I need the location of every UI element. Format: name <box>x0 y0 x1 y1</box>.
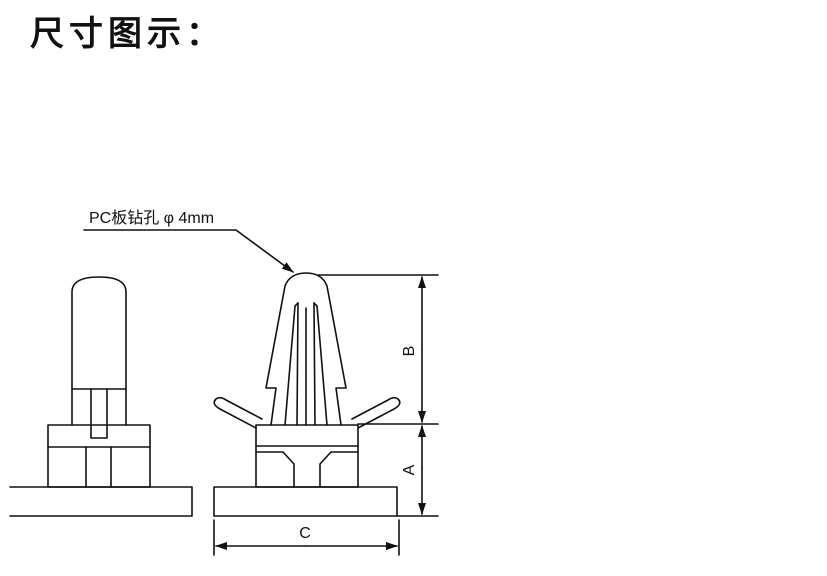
side-view <box>9 276 193 517</box>
front-view-post <box>265 272 347 426</box>
front-view <box>213 272 401 517</box>
side-view-base <box>47 424 151 488</box>
front-view-left-wing <box>213 396 263 429</box>
side-view-post <box>71 276 127 426</box>
dimension-c-label: C <box>299 525 311 542</box>
callout-label: PC板钻孔 φ 4mm <box>89 209 214 227</box>
callout-leader <box>83 229 294 273</box>
dimension-lines <box>83 229 439 556</box>
front-view-right-wing <box>351 396 401 429</box>
page-title: 尺寸图示： <box>30 14 225 54</box>
side-view-pc-board <box>9 486 193 517</box>
front-view-base <box>255 424 359 488</box>
side-view-slot <box>90 388 108 439</box>
dimension-a-label: A <box>401 464 418 475</box>
dimension-b-label: B <box>401 346 418 357</box>
front-view-pc-board <box>213 486 398 517</box>
